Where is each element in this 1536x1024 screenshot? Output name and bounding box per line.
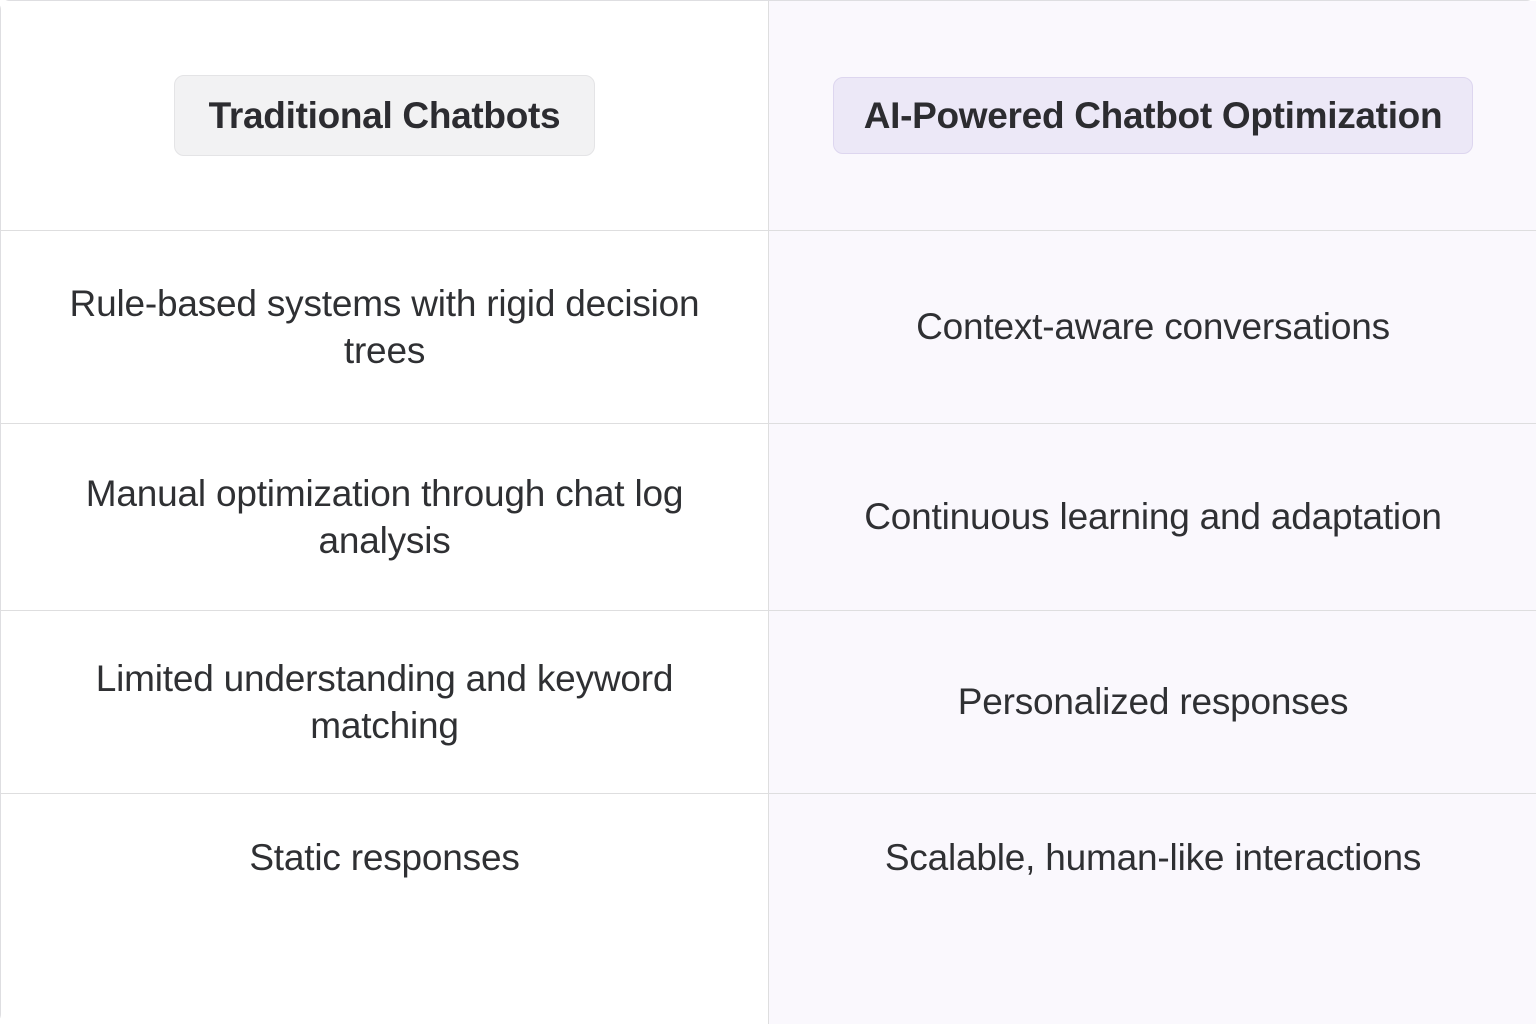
table-row: Static responses: [1, 794, 769, 1024]
table-header-cell-traditional: Traditional Chatbots: [1, 1, 769, 231]
column-header-ai-powered-chatbot-optimization: AI-Powered Chatbot Optimization: [832, 76, 1474, 155]
cell-traditional-2: Manual optimization through chat log ana…: [85, 472, 684, 561]
cell-traditional-3: Limited understanding and keyword matchi…: [95, 657, 674, 746]
table-row: Context-aware conversations: [769, 231, 1536, 424]
table-row: Limited understanding and keyword matchi…: [1, 611, 769, 794]
table-row: Rule-based systems with rigid decision t…: [1, 231, 769, 424]
table-row: Scalable, human-like interactions: [769, 794, 1536, 1024]
column-header-traditional-chatbots: Traditional Chatbots: [173, 74, 596, 157]
cell-traditional-1: Rule-based systems with rigid decision t…: [69, 282, 700, 371]
cell-ai-2: Continuous learning and adaptation: [864, 496, 1442, 538]
table-row: Continuous learning and adaptation: [769, 424, 1536, 611]
cell-ai-3: Personalized responses: [957, 681, 1349, 723]
cell-ai-4: Scalable, human-like interactions: [884, 837, 1422, 878]
table-row: Personalized responses: [769, 611, 1536, 794]
cell-ai-1: Context-aware conversations: [916, 306, 1390, 348]
table-header-cell-ai-powered: AI-Powered Chatbot Optimization: [769, 1, 1536, 231]
cell-traditional-4: Static responses: [249, 837, 520, 878]
table-row: Manual optimization through chat log ana…: [1, 424, 769, 611]
